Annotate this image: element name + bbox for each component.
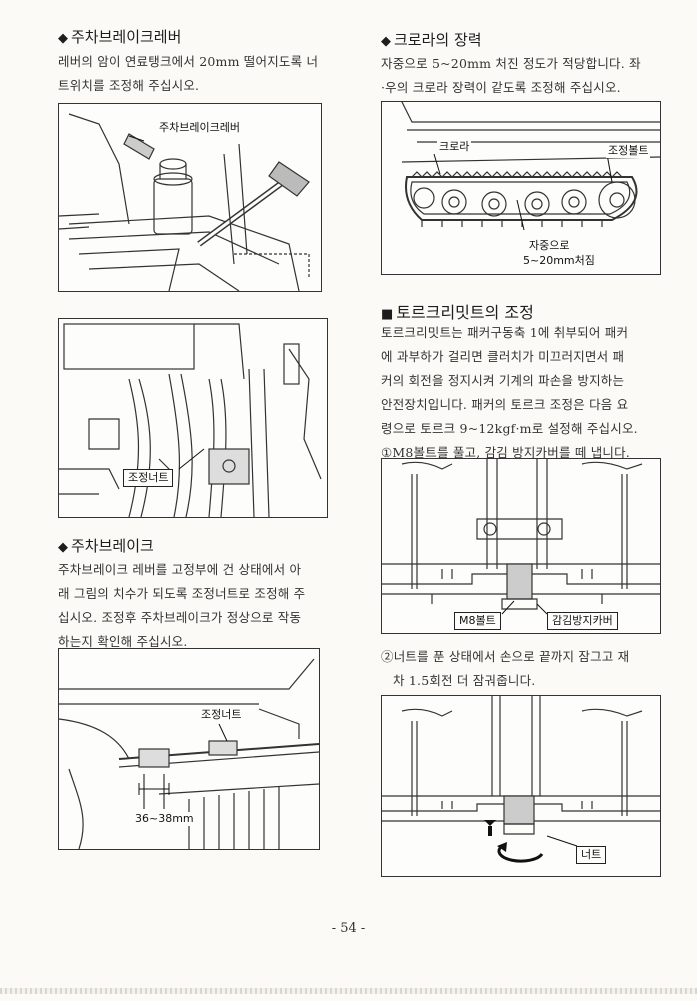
- torque-step2-text: ②너트를 푼 상태에서 손으로 끝까지 잠그고 재 차 1.5회전 더 잠궈줍니…: [381, 649, 630, 688]
- torque-limiter-figure-2: 너트: [381, 695, 661, 877]
- parking-lever-illustration: [59, 113, 310, 291]
- crawler-text: 자중으로 5~20mm 처진 정도가 적당합니다. 좌 ·우의 크로라 장력이 …: [381, 56, 641, 95]
- adjust-nut-figure: 조정너트: [58, 318, 328, 518]
- anti-wrap-cover-callout: 감김방지카버: [547, 612, 618, 630]
- crawler-illustration: [401, 102, 660, 231]
- diamond-bullet-icon: ◆: [58, 540, 68, 555]
- parking-lever-heading: ◆주차브레이크레버: [58, 28, 182, 46]
- torque-limiter-illustration-1: [382, 459, 660, 615]
- brake-rod-callout: 조정너트: [199, 708, 244, 722]
- parking-brake-heading: ◆주차브레이크: [58, 537, 154, 555]
- page-number: - 54 -: [331, 921, 366, 936]
- torque-limiter-heading: ■토르크리밋트의 조정: [381, 303, 534, 322]
- parking-brake-text: 주차브레이크 레버를 고정부에 건 상태에서 아 래 그림의 치수가 되도록 조…: [58, 562, 306, 649]
- diamond-bullet-icon: ◆: [381, 34, 391, 49]
- crawler-heading: ◆크로라의 장력: [381, 31, 482, 49]
- parking-lever-figure: 주차브레이크레버: [58, 103, 322, 292]
- torque-limiter-text: 토르크리밋트는 패커구동축 1에 취부되어 패커 에 과부하가 걸리면 클러치가…: [381, 325, 638, 460]
- sag-callout-2: 5~20mm처짐: [521, 254, 597, 268]
- square-bullet-icon: ■: [381, 307, 394, 322]
- sag-callout-1: 자중으로: [527, 239, 572, 253]
- diamond-bullet-icon: ◆: [58, 31, 68, 46]
- adjust-bolt-callout: 조정볼트: [606, 144, 651, 158]
- torque-limiter-illustration-2: [382, 696, 660, 863]
- scan-artifact: [0, 988, 697, 994]
- m8-bolt-callout: M8볼트: [454, 612, 501, 630]
- dimension-label: 36~38mm: [133, 812, 196, 826]
- crawler-figure: 크로라 조정볼트 자중으로 5~20mm처짐: [381, 101, 661, 275]
- adjust-nut-illustration: [59, 323, 322, 517]
- adjust-nut-callout: 조정너트: [123, 469, 174, 487]
- parking-lever-callout: 주차브레이크레버: [157, 121, 242, 135]
- torque-limiter-figure-1: M8볼트 감김방지카버: [381, 458, 661, 634]
- parking-lever-text: 레버의 암이 연료탱크에서 20mm 떨어지도록 너 트위치를 조정해 주십시오…: [58, 54, 319, 93]
- crawler-callout: 크로라: [437, 140, 472, 154]
- nut-callout: 너트: [576, 846, 607, 864]
- brake-rod-figure: 조정너트 36~38mm: [58, 648, 320, 850]
